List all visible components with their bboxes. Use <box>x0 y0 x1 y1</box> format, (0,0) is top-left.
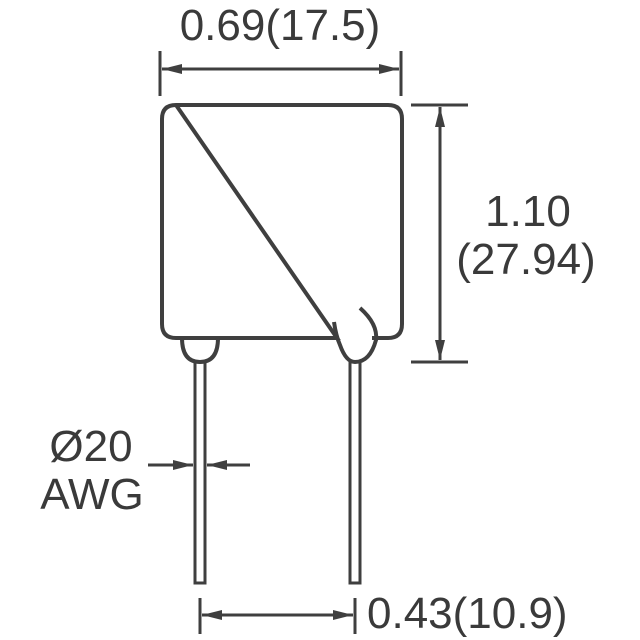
lead-gauge-label: AWG <box>40 470 143 519</box>
lead-diameter-dimension: Ø20 AWG <box>40 422 250 519</box>
lead-spacing-label: 0.43(10.9) <box>367 589 568 638</box>
right-lead-bump <box>332 306 379 365</box>
height-dimension: 1.10 (27.94) <box>411 103 596 364</box>
height-dimension-mm: (27.94) <box>456 235 595 284</box>
right-lead <box>348 360 362 585</box>
component-body <box>160 102 404 365</box>
lead-diameter-label: Ø20 <box>49 422 132 471</box>
left-lead-bump <box>180 337 220 365</box>
height-dimension-inches: 1.10 <box>485 187 571 236</box>
left-lead <box>193 360 207 585</box>
width-dimension: 0.69(17.5) <box>158 1 403 96</box>
width-dimension-label: 0.69(17.5) <box>180 1 381 50</box>
lead-spacing-dimension: 0.43(10.9) <box>198 589 568 638</box>
